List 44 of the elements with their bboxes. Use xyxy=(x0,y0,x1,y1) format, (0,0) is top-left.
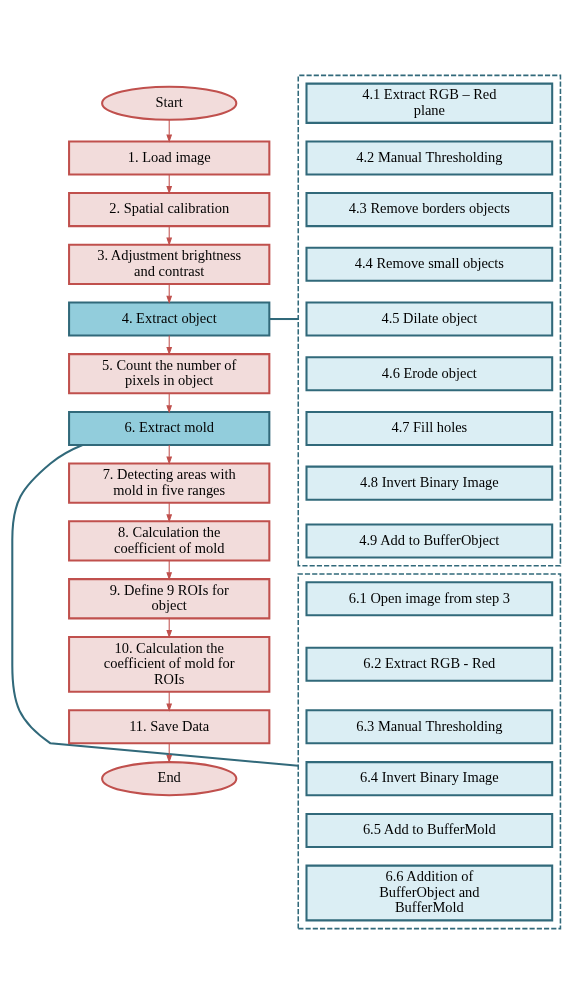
arrow xyxy=(166,742,173,764)
arrow xyxy=(166,444,173,465)
connector xyxy=(11,444,299,767)
node-box: 4.9 Add to BufferObject xyxy=(305,523,554,559)
arrow xyxy=(166,560,173,581)
node-box: 9. Define 9 ROIs for object xyxy=(68,578,271,620)
arrow xyxy=(166,691,173,712)
node-box: 4. Extract object xyxy=(68,301,271,337)
arrow xyxy=(166,392,173,414)
node-box: 4.3 Remove borders objects xyxy=(305,192,554,228)
node-box: 4.7 Fill holes xyxy=(305,410,554,446)
node-box: 7. Detecting areas with mold in five ranges xyxy=(68,462,271,504)
arrow xyxy=(166,335,173,356)
node-box: 5. Count the number of pixels in object xyxy=(68,353,271,395)
arrow xyxy=(166,618,173,639)
node-box: 6. Extract mold xyxy=(68,410,271,446)
node-box: 4.8 Invert Binary Image xyxy=(305,465,554,501)
node-box: 4.1 Extract RGB – Red plane xyxy=(305,82,554,124)
node-box: 8. Calculation the coefficient of mold xyxy=(68,520,271,562)
node-box: 1. Load image xyxy=(68,140,271,176)
node-box: 6.3 Manual Thresholding xyxy=(305,709,554,745)
node-box: 6.1 Open image from step 3 xyxy=(305,581,554,617)
cluster xyxy=(297,74,562,567)
node-box: 4.4 Remove small objects xyxy=(305,246,554,282)
node-box: 4.5 Dilate object xyxy=(305,301,554,337)
node-box: 11. Save Data xyxy=(68,709,271,745)
node-box: 6.6 Addition of BufferObject and BufferMold xyxy=(305,864,554,922)
node-box: 3. Adjustment brightness and contrast xyxy=(68,243,271,285)
node-box: 10. Calculation the coefficient of mold for ROIs xyxy=(68,635,271,693)
node-ellipse: End xyxy=(101,761,238,797)
connector xyxy=(269,318,299,321)
node-box: 6.5 Add to BufferMold xyxy=(305,813,554,849)
arrow xyxy=(166,502,173,523)
arrow xyxy=(166,174,173,195)
node-box: 4.2 Manual Thresholding xyxy=(305,140,554,176)
arrow xyxy=(166,119,173,143)
node-box: 6.4 Invert Binary Image xyxy=(305,761,554,797)
cluster xyxy=(297,573,562,930)
node-box: 2. Spatial calibration xyxy=(68,192,271,228)
arrow xyxy=(166,225,173,246)
arrow xyxy=(166,283,173,304)
node-ellipse: Start xyxy=(101,85,238,121)
node-box: 4.6 Erode object xyxy=(305,356,554,392)
node-box: 6.2 Extract RGB - Red xyxy=(305,646,554,682)
